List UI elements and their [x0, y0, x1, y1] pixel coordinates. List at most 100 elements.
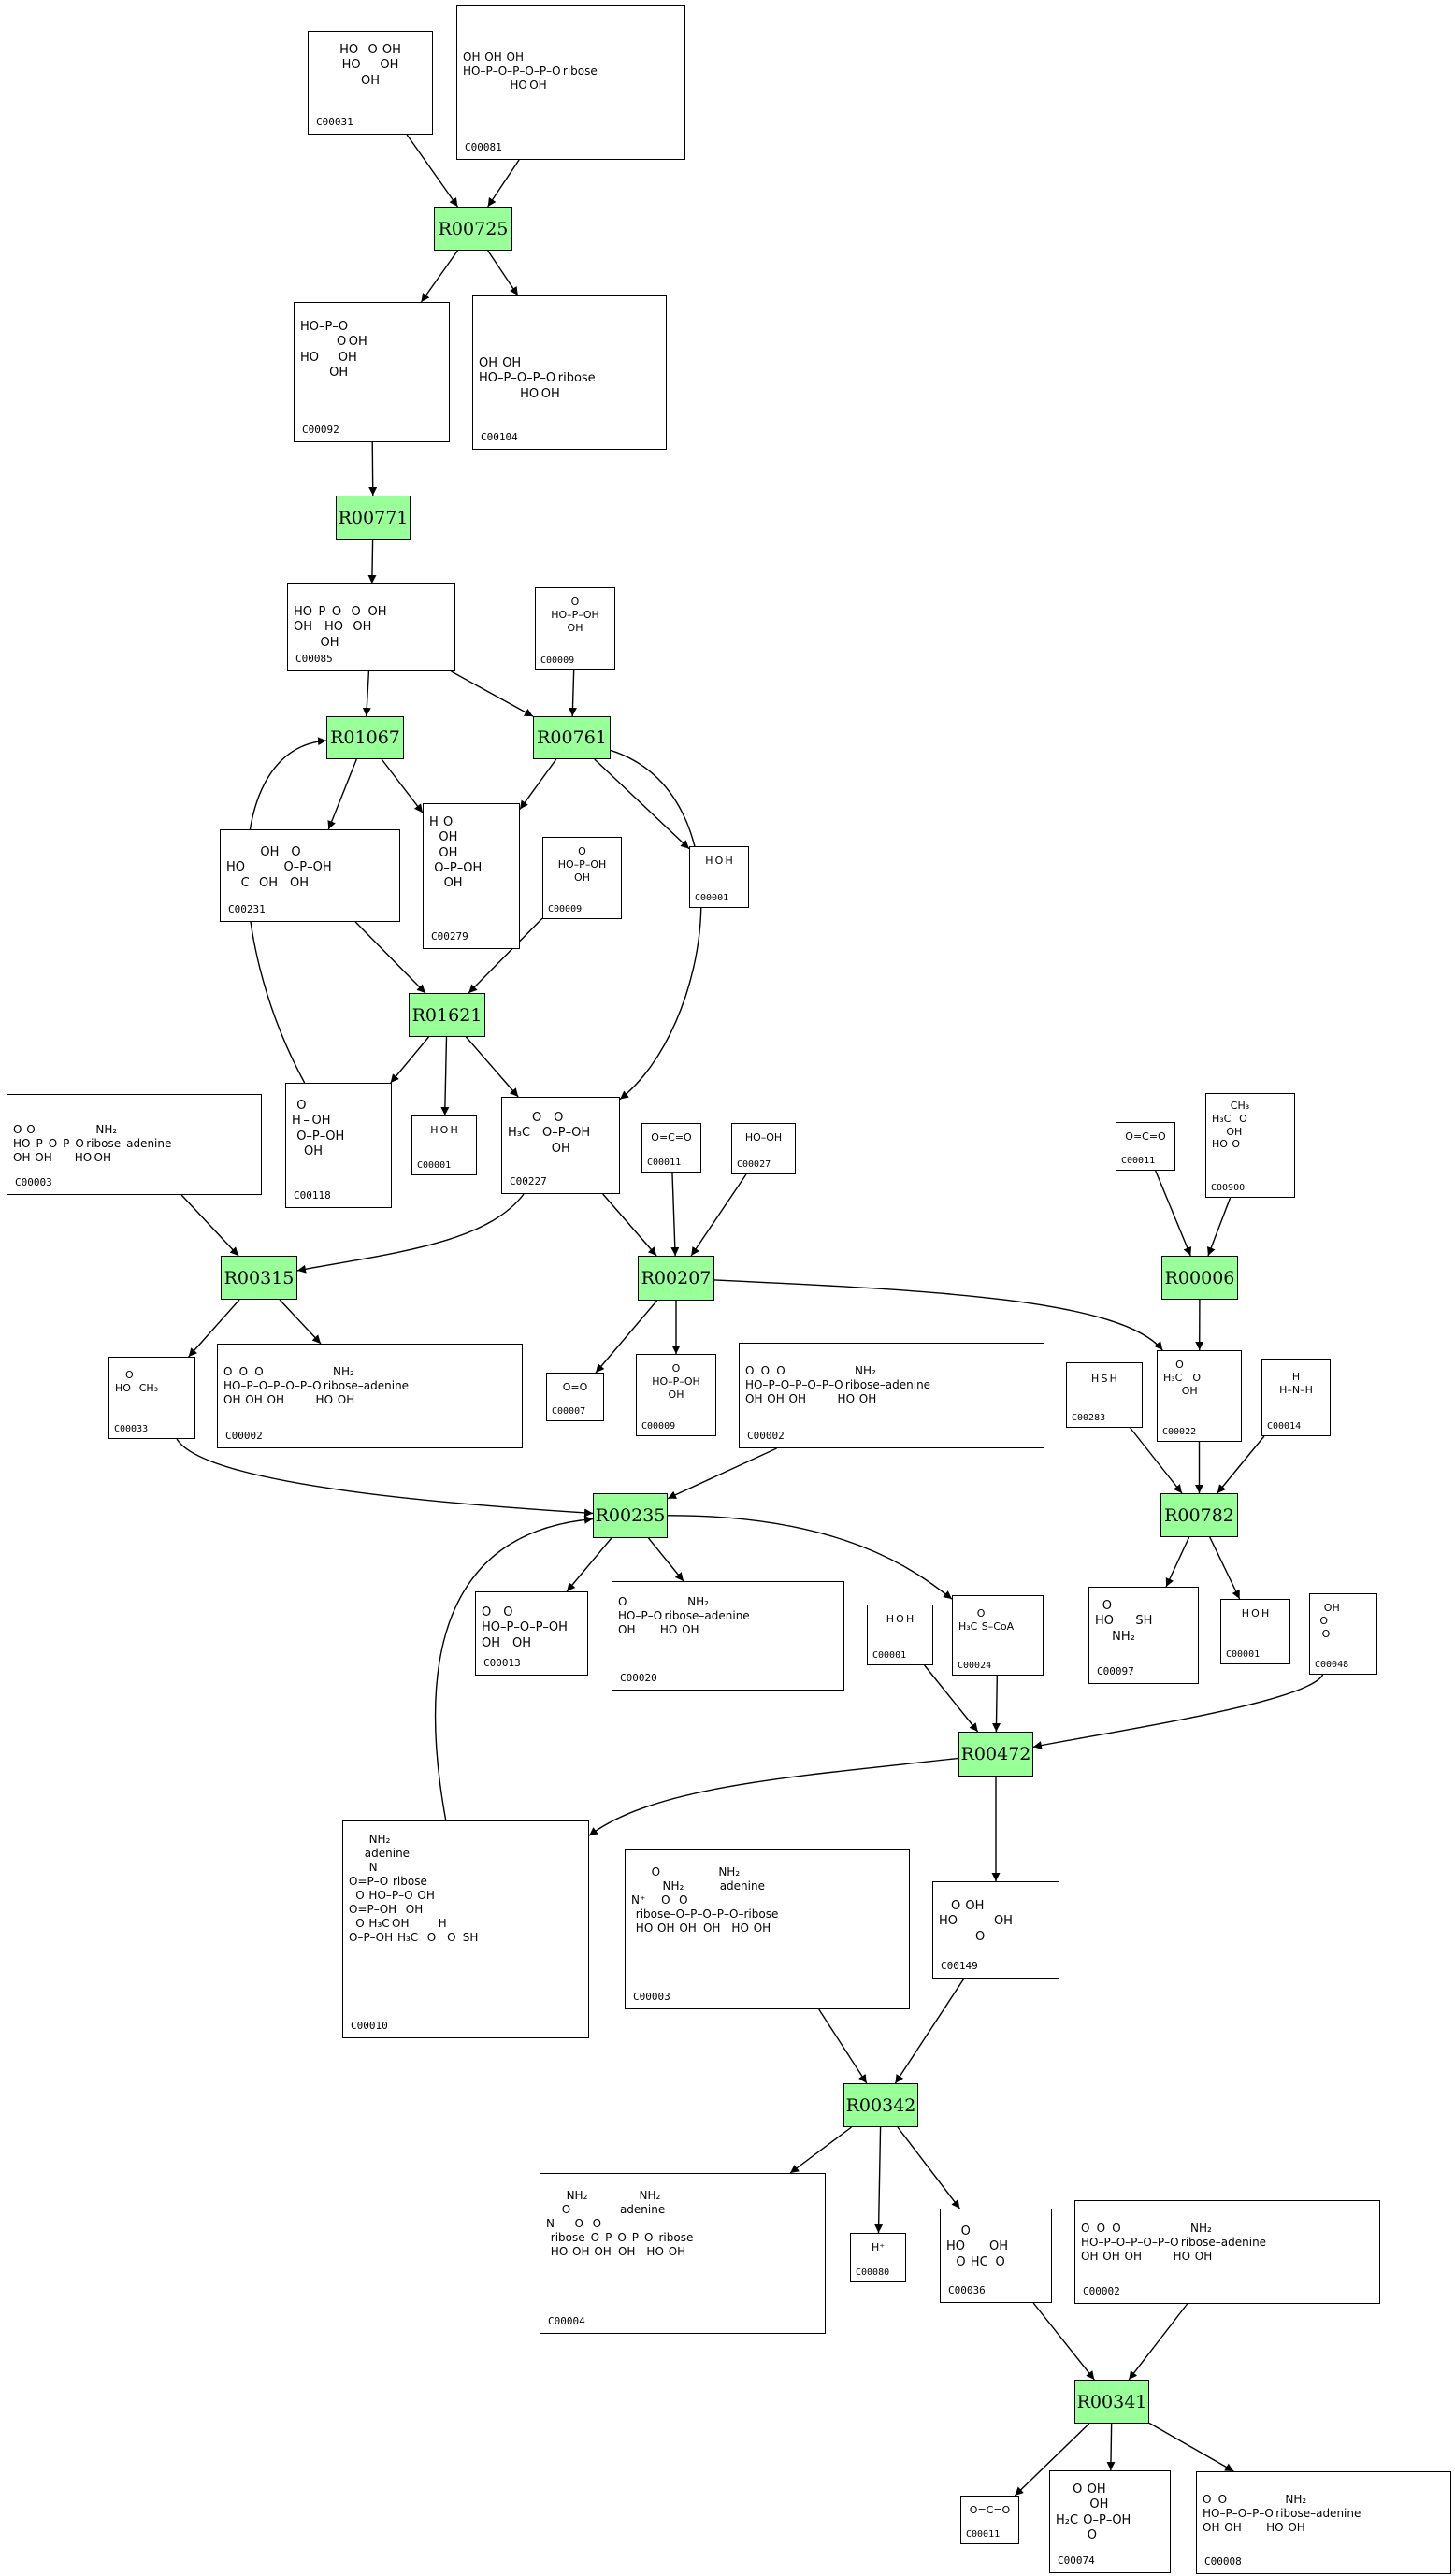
- reaction-r00341[interactable]: R00341: [1074, 2380, 1149, 2424]
- compound-id-label: C00011: [1121, 1156, 1156, 1166]
- edge-r00341-to-c00011c: [1014, 2423, 1090, 2497]
- edge-r00761-to-c00279: [519, 758, 557, 810]
- reaction-r00315[interactable]: R00315: [221, 1256, 297, 1300]
- compound-id-label: C00010: [351, 2020, 388, 2032]
- edge-r01621-to-c00001b: [440, 1036, 450, 1116]
- edge-r00761-to-c00001a: [594, 758, 690, 850]
- edge-c00011a-to-r00207: [670, 1172, 680, 1257]
- compound-id-label: C00014: [1267, 1421, 1302, 1432]
- compound-id-label: C00104: [481, 431, 518, 443]
- compound-id-label: C00009: [641, 1421, 676, 1432]
- reaction-r01067[interactable]: R01067: [326, 716, 404, 759]
- compound-id-label: C00002: [225, 1430, 263, 1442]
- compound-id-label: C00081: [465, 141, 502, 153]
- compound-id-label: C00022: [1162, 1427, 1197, 1437]
- compound-c00080[interactable]: H⁺C00080: [850, 2233, 906, 2282]
- edge-r01067-to-c00231: [327, 758, 357, 830]
- edge-c00283-to-r00782: [1130, 1427, 1183, 1494]
- edge-r00235-to-c00020: [647, 1537, 684, 1582]
- edge-c00900-to-r00006: [1206, 1197, 1232, 1257]
- reaction-r00782[interactable]: R00782: [1160, 1493, 1238, 1537]
- compound-id-label: C00009: [548, 904, 583, 914]
- reaction-r00235[interactable]: R00235: [593, 1493, 668, 1538]
- reaction-r00771[interactable]: R00771: [336, 496, 411, 540]
- edge-r00342-to-c00004: [789, 2126, 852, 2174]
- edge-r00342-to-c00080: [874, 2126, 884, 2234]
- reaction-r01621[interactable]: R01621: [409, 993, 485, 1037]
- edge-c00002b-to-r00235: [667, 1447, 777, 1500]
- edge-c00003a-to-r00315: [180, 1194, 239, 1257]
- compound-id-label: C00011: [966, 2529, 1001, 2540]
- reaction-r00342[interactable]: R00342: [843, 2083, 918, 2127]
- compound-id-label: C00227: [510, 1175, 547, 1187]
- edge-c00033-to-r00235: [176, 1438, 594, 1518]
- reaction-r00472[interactable]: R00472: [958, 1732, 1033, 1777]
- compound-id-label: C00033: [114, 1424, 149, 1434]
- edge-r00235-to-c00013: [566, 1537, 612, 1592]
- compound-c00283[interactable]: H S H C00283: [1066, 1362, 1143, 1428]
- reaction-r00207[interactable]: R00207: [638, 1256, 714, 1301]
- compound-id-label: C00004: [548, 2315, 585, 2327]
- compound-id-label: C00900: [1211, 1183, 1246, 1193]
- compound-id-label: C00149: [941, 1960, 978, 1972]
- reaction-r00725[interactable]: R00725: [434, 207, 512, 251]
- structure-drawing: H S H: [1091, 1373, 1117, 1385]
- reaction-r00761[interactable]: R00761: [533, 716, 611, 759]
- edge-r01621-to-c00118: [390, 1036, 429, 1084]
- reaction-r00006[interactable]: R00006: [1161, 1256, 1238, 1300]
- edge-c00092-to-r00771: [368, 441, 378, 496]
- compound-id-label: C00283: [1072, 1413, 1106, 1423]
